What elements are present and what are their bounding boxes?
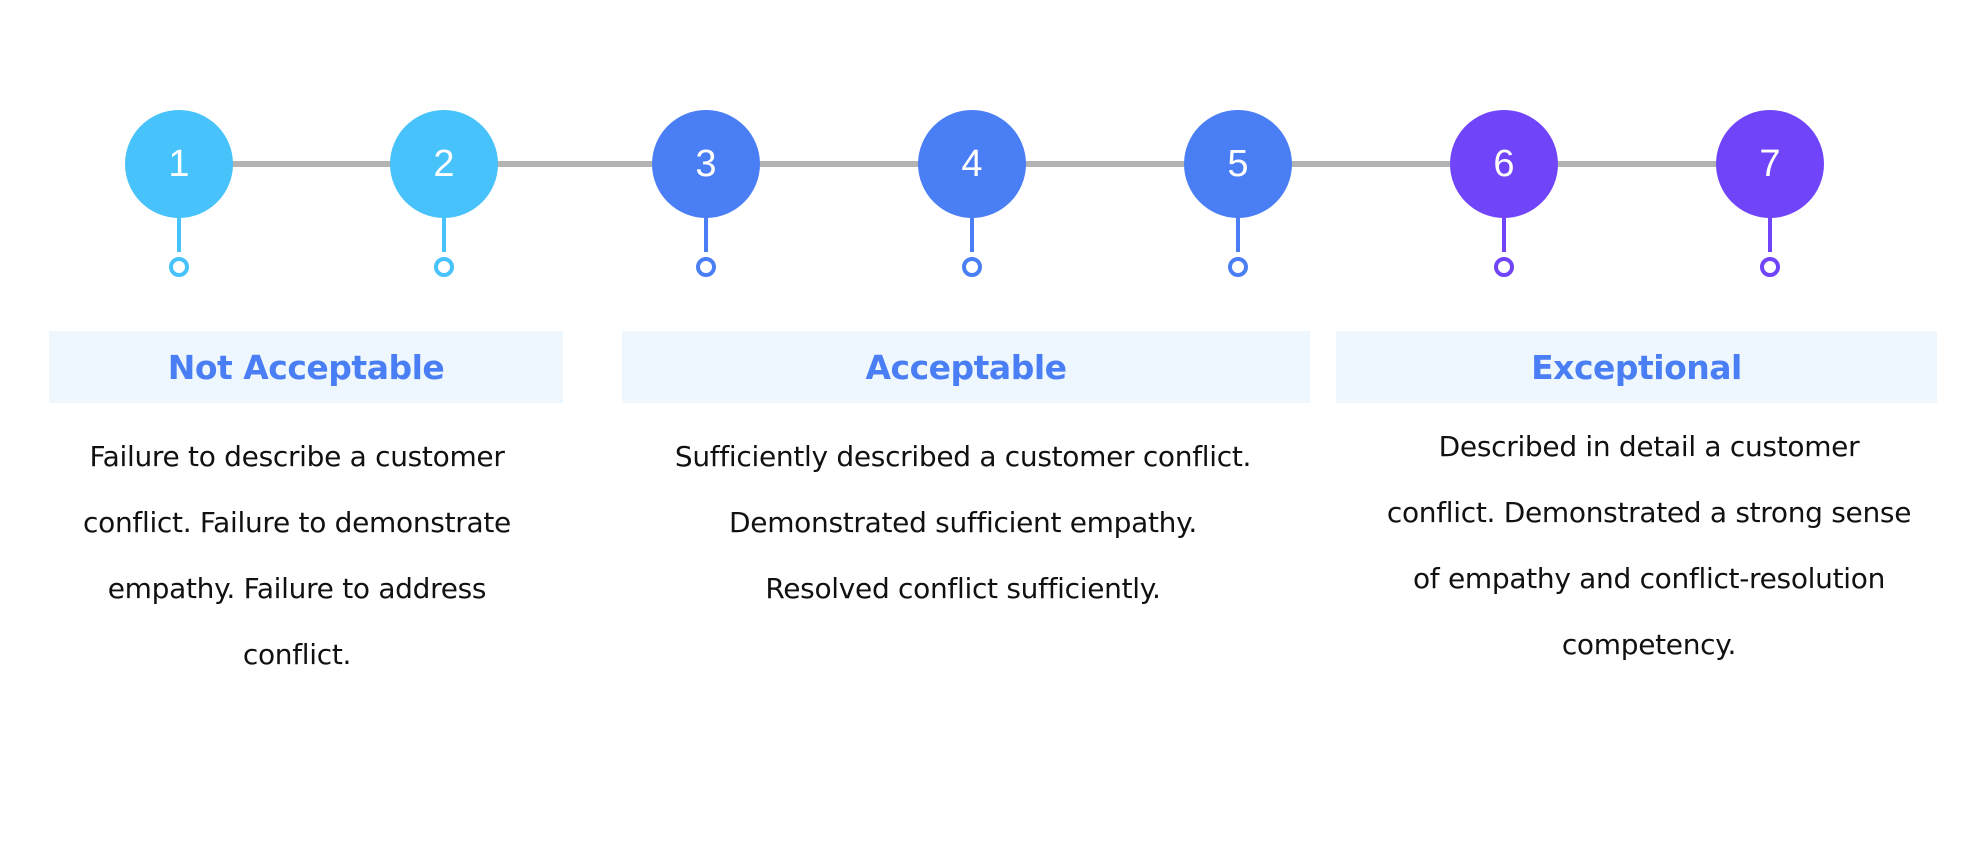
scale-point-ring — [1760, 257, 1780, 277]
description-line: Resolved conflict sufficiently. — [765, 572, 1161, 605]
category-description-acceptable: Sufficiently described a customer confli… — [622, 424, 1304, 622]
scale-point-stem — [1502, 216, 1506, 252]
category-title: Acceptable — [865, 347, 1067, 387]
category-band-acceptable: Acceptable — [622, 331, 1310, 403]
description-line: Described in detail a customer — [1438, 430, 1860, 463]
category-title: Exceptional — [1531, 347, 1742, 387]
scale-point-ring — [696, 257, 716, 277]
scale-point-stem — [704, 216, 708, 252]
description-line: of empathy and conflict-resolution — [1412, 562, 1886, 595]
scale-point-5: 5 — [1184, 110, 1292, 218]
scale-point-label: 6 — [1493, 142, 1515, 185]
category-description-exceptional: Described in detail a customer conflict.… — [1336, 414, 1962, 678]
description-line: conflict. Failure to demonstrate — [83, 506, 511, 539]
description-line: empathy. Failure to address — [107, 572, 487, 605]
scale-point-ring — [962, 257, 982, 277]
scale-point-4: 4 — [918, 110, 1026, 218]
scale-point-7: 7 — [1716, 110, 1824, 218]
scale-point-label: 4 — [961, 142, 983, 185]
scale-point-label: 1 — [168, 142, 190, 185]
scale-point-label: 7 — [1759, 142, 1781, 185]
scale-point-label: 2 — [433, 142, 455, 185]
category-title: Not Acceptable — [167, 347, 445, 387]
scale-point-label: 5 — [1227, 142, 1249, 185]
category-description-not-acceptable: Failure to describe a customer conflict.… — [40, 424, 554, 688]
scale-point-ring — [434, 257, 454, 277]
scale-point-ring — [1228, 257, 1248, 277]
scale-point-3: 3 — [652, 110, 760, 218]
description-line: Sufficiently described a customer confli… — [674, 440, 1252, 473]
category-band-exceptional: Exceptional — [1336, 331, 1937, 403]
scale-point-stem — [1768, 216, 1772, 252]
scale-point-ring — [169, 257, 189, 277]
scale-point-1: 1 — [125, 110, 233, 218]
scale-point-stem — [970, 216, 974, 252]
scale-point-stem — [1236, 216, 1240, 252]
scale-point-label: 3 — [695, 142, 717, 185]
description-line: conflict. Demonstrated a strong sense — [1386, 496, 1912, 529]
description-line: Demonstrated sufficient empathy. — [729, 506, 1197, 539]
description-line: competency. — [1561, 628, 1737, 661]
scale-point-2: 2 — [390, 110, 498, 218]
scale-point-ring — [1494, 257, 1514, 277]
description-line: conflict. — [242, 638, 352, 671]
category-band-not-acceptable: Not Acceptable — [49, 331, 563, 403]
scale-point-6: 6 — [1450, 110, 1558, 218]
scale-point-stem — [177, 216, 181, 252]
description-line: Failure to describe a customer — [89, 440, 505, 473]
scale-point-stem — [442, 216, 446, 252]
